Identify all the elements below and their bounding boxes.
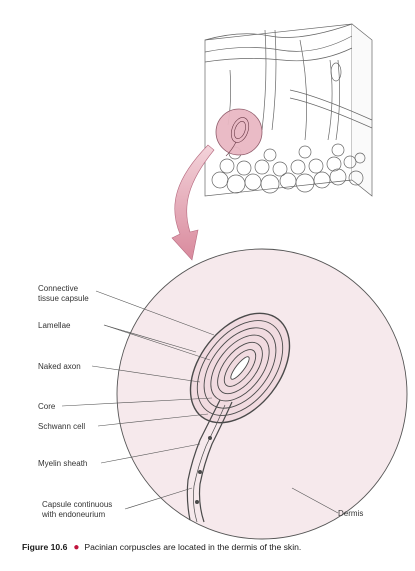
- label-core: Core: [38, 402, 56, 411]
- label-lamellae: Lamellae: [38, 321, 71, 330]
- label-connective-tissue-capsule: Connective tissue capsule: [38, 284, 89, 303]
- caption-text: Pacinian corpuscles are located in the d…: [84, 542, 302, 552]
- leader-lines: [61, 290, 339, 514]
- bullet-icon: ●: [73, 542, 80, 553]
- label-dermis: Dermis: [338, 509, 363, 518]
- label-capsule-continuous: Capsule continuous with endoneurium: [41, 500, 115, 519]
- corpuscle-location-highlight: [215, 108, 263, 156]
- small-corpuscle-icon: [225, 117, 250, 157]
- magnify-arrow: [171, 144, 215, 261]
- figure-number: Figure 10.6: [22, 542, 68, 552]
- diagram-labels: Connective tissue capsule Lamellae Naked…: [38, 284, 363, 519]
- figure-caption: Figure 10.6 ● Pacinian corpuscles are loca…: [22, 542, 402, 553]
- label-myelin-sheath: Myelin sheath: [38, 459, 87, 468]
- label-schwann-cell: Schwann cell: [38, 422, 85, 431]
- pacinian-corpuscle: [186, 312, 291, 523]
- skin-block-illustration: [204, 23, 373, 197]
- label-naked-axon: Naked axon: [38, 362, 81, 371]
